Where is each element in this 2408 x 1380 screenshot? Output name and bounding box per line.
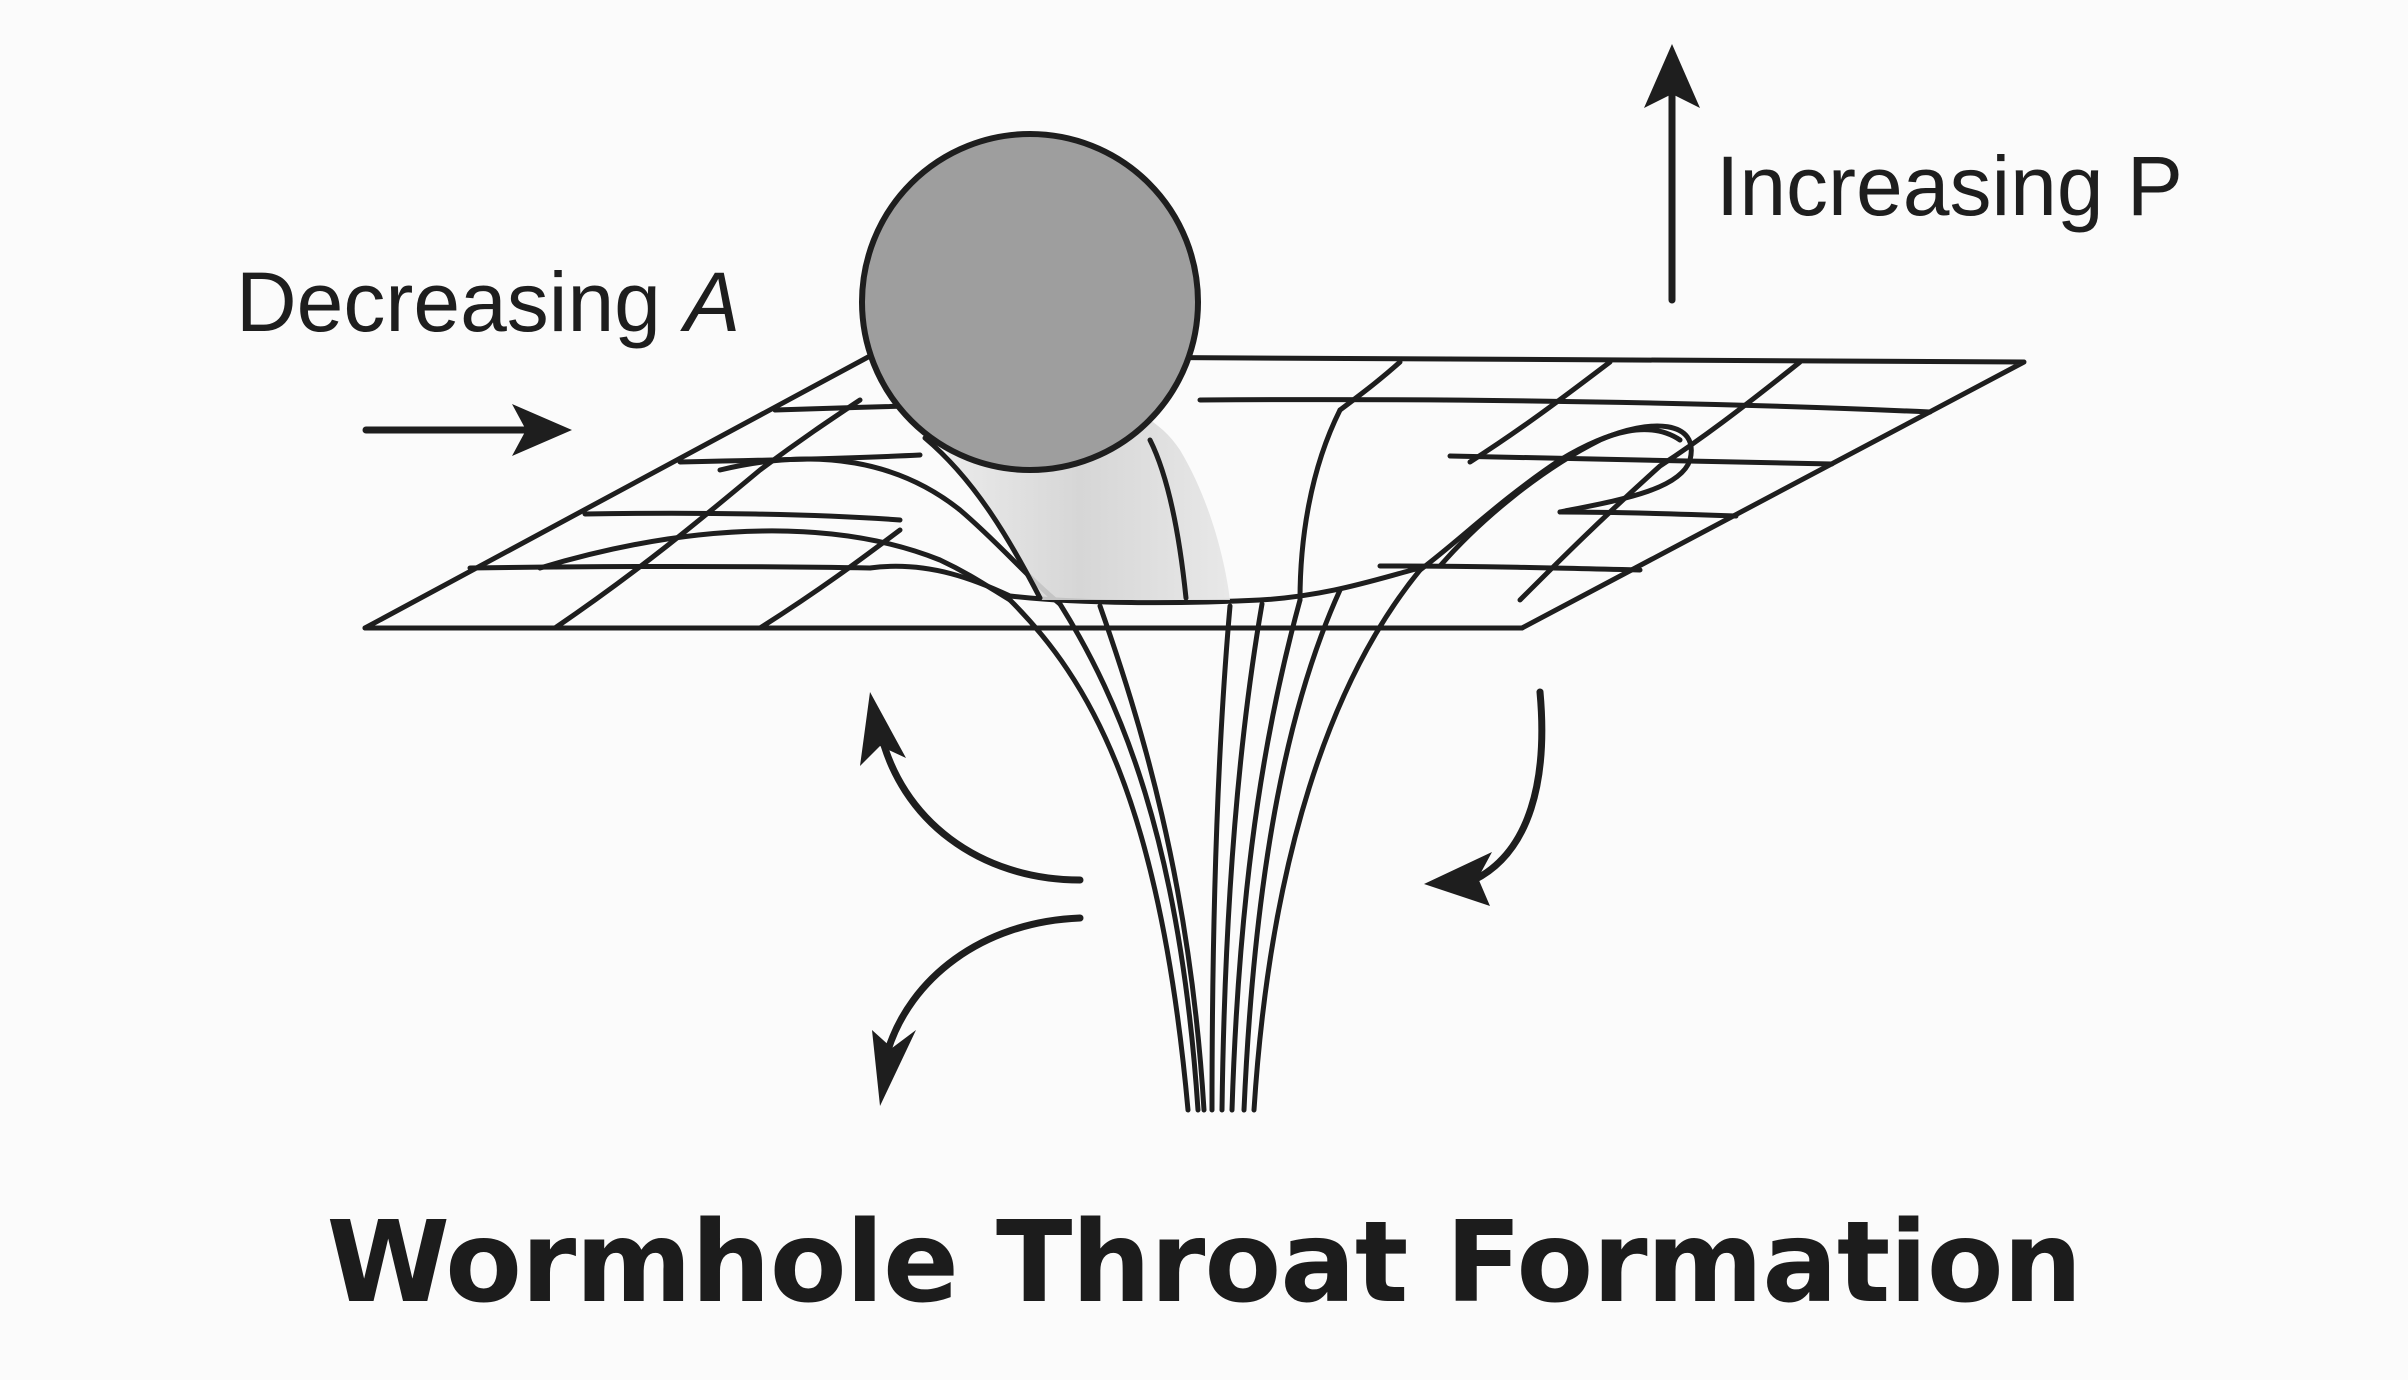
arrowheads bbox=[512, 44, 1700, 1106]
funnel-rim-front bbox=[867, 563, 1423, 606]
decreasing-a-label: Decreasing A bbox=[236, 254, 740, 351]
spacetime-grid bbox=[362, 353, 2027, 631]
grid-col-2 bbox=[757, 527, 903, 631]
curved-arrow-upper-left-head bbox=[860, 692, 906, 766]
throat-line-4 bbox=[1209, 603, 1233, 1113]
funnel-curve-left-2 bbox=[537, 528, 1013, 603]
funnel-curve-right-3 bbox=[1297, 407, 1343, 603]
throat-line-6 bbox=[1229, 597, 1303, 1113]
throat-line-2 bbox=[1057, 601, 1201, 1113]
grid-col-5 bbox=[1517, 359, 1803, 603]
throat-line-8 bbox=[1251, 567, 1423, 1113]
grid-row-4 bbox=[467, 563, 1643, 573]
throat-line-7 bbox=[1241, 587, 1343, 1113]
throat-line-1 bbox=[1007, 597, 1191, 1113]
curved-arrow-right-head bbox=[1424, 852, 1492, 906]
grid-row-3 bbox=[582, 509, 1739, 523]
increasing-p-label: Increasing P bbox=[1716, 139, 2183, 233]
grid-col-3 bbox=[1337, 359, 1403, 413]
decreasing-arrow-head bbox=[512, 404, 572, 456]
page-title: Wormhole Throat Formation bbox=[326, 1198, 2083, 1328]
curved-arrow-right-shaft bbox=[1470, 688, 1546, 884]
arrows bbox=[362, 86, 1676, 1054]
increasing-arrow-head bbox=[1644, 44, 1700, 108]
wormhole-throat bbox=[1007, 567, 1423, 1113]
curved-arrow-lower-left-head bbox=[872, 1030, 916, 1106]
throat-line-5 bbox=[1219, 601, 1265, 1113]
grid-col-1 bbox=[552, 397, 863, 631]
mass-sphere bbox=[859, 131, 1201, 473]
curved-arrow-lower-left-shaft bbox=[884, 914, 1084, 1054]
funnel-curve-right-1 bbox=[1437, 423, 1694, 569]
decreasing-label-text: Decreasing bbox=[236, 255, 685, 349]
throat-line-3 bbox=[1097, 603, 1207, 1113]
sphere-shadow-edges bbox=[922, 435, 1189, 601]
grid-col-4 bbox=[1467, 359, 1613, 465]
curved-arrow-upper-left-shaft bbox=[876, 726, 1084, 884]
decreasing-label-variable: A bbox=[684, 255, 741, 349]
funnel-curve-right-2 bbox=[1417, 427, 1683, 573]
